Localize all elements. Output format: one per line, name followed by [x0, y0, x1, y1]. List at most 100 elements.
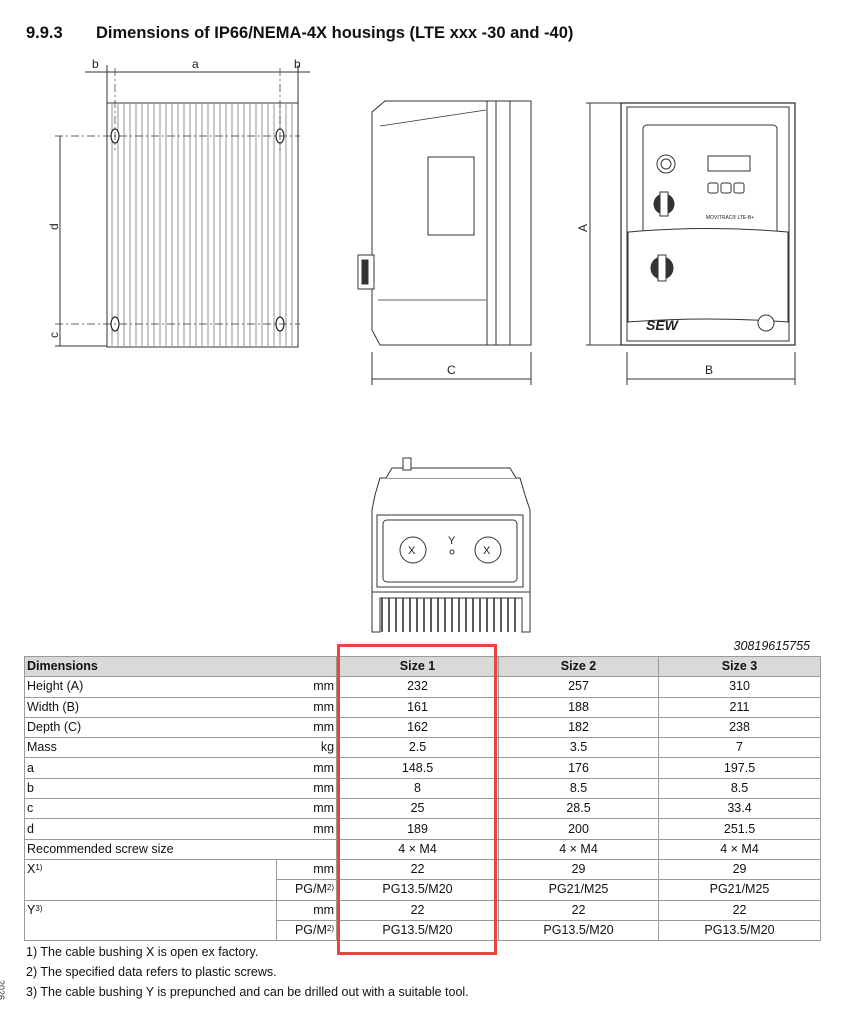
dim-C: C — [447, 363, 456, 377]
cell-size-2: 29 — [498, 858, 660, 881]
sew-logo: SEW — [646, 317, 680, 333]
row-label: d — [24, 818, 277, 840]
header-dimensions: Dimensions — [23, 655, 338, 678]
cell-size-3: 197.5 — [658, 757, 822, 779]
cell-size-3: 251.5 — [658, 818, 822, 840]
table-row: a mm 148.5 176 197.5 — [24, 757, 822, 779]
row-unit: mm — [276, 798, 338, 820]
row-unit: mm — [276, 818, 338, 840]
section-number: 9.9.3 — [26, 24, 63, 42]
cell-size-3: PG21/M25 — [658, 879, 822, 901]
table-row: b mm 8 8.5 8.5 — [24, 777, 822, 800]
cell-size-3: 22 — [658, 899, 822, 921]
row-unit: mm — [276, 716, 338, 739]
dim-b-right: b — [294, 57, 301, 71]
header-size-1: Size 1 — [336, 655, 500, 678]
cell-size-3: 238 — [658, 716, 822, 739]
table-row: Height (A) mm 232 257 310 — [24, 676, 822, 698]
cell-size-2: 182 — [498, 716, 660, 739]
table-row-x-mm: X1) mm 22 29 29 — [24, 858, 822, 901]
bottom-view — [371, 457, 531, 633]
table-row: Mass kg 2.5 3.5 7 — [24, 737, 822, 759]
footnote-3: 3) The cable bushing Y is prepunched and… — [26, 985, 469, 999]
row-unit: PG/M2) — [275, 879, 338, 901]
figure-id: 30819615755 — [733, 639, 810, 653]
cell-size-3: 7 — [658, 737, 822, 759]
header-size-3: Size 3 — [658, 655, 822, 678]
cell-size-2: 200 — [498, 818, 660, 840]
table-row: c mm 25 28.5 33.4 — [24, 798, 822, 820]
footnote-2: 2) The specified data refers to plastic … — [26, 965, 277, 979]
cell-size-2: 3.5 — [498, 737, 660, 759]
cell-size-1: 25 — [336, 798, 500, 820]
dimensions-table: Dimensions Size 1 Size 2 Size 3 Height (… — [23, 655, 822, 942]
dim-A: A — [576, 224, 590, 232]
row-unit: mm — [276, 676, 338, 698]
row-unit: PG/M2) — [275, 919, 338, 942]
cell-size-1: 161 — [336, 696, 500, 718]
cell-size-1: 22 — [336, 899, 500, 921]
row-unit: kg — [276, 737, 338, 759]
cell-size-1: 148.5 — [336, 757, 500, 779]
cell-size-2: 8.5 — [498, 777, 660, 800]
cell-size-1: 189 — [336, 818, 500, 840]
panel-label: MOVITRAC® LTE-B+ — [706, 214, 754, 221]
table-row: Depth (C) mm 162 182 238 — [24, 716, 822, 739]
cell-size-2: 257 — [498, 676, 660, 698]
table-row: d mm 189 200 251.5 — [24, 818, 822, 840]
row-label: b — [24, 777, 277, 800]
cell-size-2: PG13.5/M20 — [498, 919, 660, 942]
cell-size-3: 211 — [658, 696, 822, 718]
header-size-2: Size 2 — [498, 655, 660, 678]
cell-size-3: 310 — [658, 676, 822, 698]
dim-B: B — [705, 363, 713, 377]
cell-size-2: 176 — [498, 757, 660, 779]
table-row: Width (B) mm 161 188 211 — [24, 696, 822, 718]
table-row: Recommended screw size 4 × M4 4 × M4 4 ×… — [24, 838, 822, 860]
row-label: c — [24, 798, 277, 820]
row-label-y: Y3) — [24, 899, 277, 942]
row-unit: mm — [276, 757, 338, 779]
cell-size-3: 4 × M4 — [658, 838, 822, 860]
rear-view — [55, 65, 310, 348]
cell-size-3: PG13.5/M20 — [658, 919, 822, 942]
cell-size-3: 33.4 — [658, 798, 822, 820]
cell-size-1: 8 — [336, 777, 500, 800]
row-label: Mass — [24, 737, 277, 759]
row-label: a — [24, 757, 277, 779]
cell-size-1: PG13.5/M20 — [336, 919, 500, 942]
cell-size-1: 22 — [336, 858, 500, 881]
cell-size-3: 29 — [658, 858, 822, 881]
page-side-mark: 2026 — [0, 980, 6, 1001]
dimension-drawing: b a b d c A C B X Y X MOVITRAC® LTE-B+ S… — [47, 57, 796, 633]
row-unit: mm — [275, 899, 338, 921]
footnote-1: 1) The cable bushing X is open ex factor… — [26, 945, 259, 959]
bushing-x-left: X — [408, 545, 416, 557]
table-row-y-pg: PG/M2) PG13.5/M20 PG13.5/M20 PG13.5/M20 — [25, 919, 822, 942]
cell-size-1: 162 — [336, 716, 500, 739]
row-unit: mm — [276, 777, 338, 800]
row-unit: mm — [276, 696, 338, 718]
section-title: Dimensions of IP66/NEMA-4X housings (LTE… — [96, 24, 574, 42]
dim-c: c — [47, 332, 61, 338]
front-view — [586, 102, 796, 385]
table-row-y-mm: Y3) mm 22 22 22 — [24, 899, 822, 942]
cell-size-2: 188 — [498, 696, 660, 718]
cell-size-2: 4 × M4 — [498, 838, 660, 860]
cell-size-1: PG13.5/M20 — [336, 879, 500, 901]
section-heading: 9.9.3 Dimensions of IP66/NEMA-4X housings… — [26, 24, 573, 43]
cell-size-2: 22 — [498, 899, 660, 921]
row-label: Width (B) — [24, 696, 277, 718]
cell-size-2: 28.5 — [498, 798, 660, 820]
cell-size-1: 232 — [336, 676, 500, 698]
footnotes: 1) The cable bushing X is open ex factor… — [26, 942, 469, 1002]
row-label: Height (A) — [24, 676, 277, 698]
row-unit: mm — [275, 858, 338, 881]
side-view — [357, 100, 532, 385]
row-label: Depth (C) — [24, 716, 277, 739]
cell-size-1: 4 × M4 — [336, 838, 500, 860]
dim-b-left: b — [92, 57, 99, 71]
row-label-x: X1) — [24, 858, 277, 901]
cell-size-3: 8.5 — [658, 777, 822, 800]
bushing-x-right: X — [483, 545, 491, 557]
